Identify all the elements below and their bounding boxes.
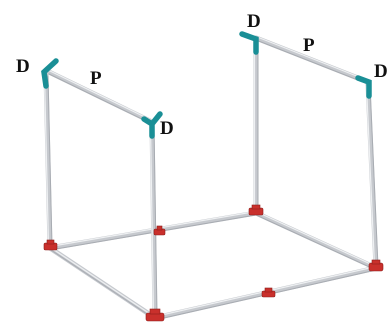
base-fitting-back-right xyxy=(248,204,264,216)
base-fitting-front-right xyxy=(368,259,384,272)
base-frame xyxy=(47,210,379,321)
left-frame xyxy=(41,58,163,321)
base-fitting-back-left xyxy=(43,239,58,251)
label-p-left-frame: P xyxy=(90,68,102,89)
right-frame-post-right xyxy=(365,81,379,271)
base-fitting-front-left xyxy=(145,308,165,322)
label-p-right-frame: P xyxy=(303,35,315,56)
base-fitting-back-mid xyxy=(153,225,166,236)
label-d-left-frame-right: D xyxy=(160,118,174,139)
base-fitting-front-mid xyxy=(261,287,276,298)
base-tube-right xyxy=(253,210,379,271)
label-d-right-frame-left: D xyxy=(247,11,261,32)
right-frame xyxy=(239,31,379,271)
label-d-right-frame-right: D xyxy=(374,61,388,82)
base-tube-left xyxy=(47,245,158,321)
left-frame-joint-d-left xyxy=(41,58,59,89)
left-frame-beam-p xyxy=(46,69,153,124)
right-frame-joint-d-left xyxy=(239,31,259,55)
labels: D P D D P D xyxy=(16,11,388,139)
label-d-left-frame-left: D xyxy=(16,56,30,77)
right-frame-joint-d-right xyxy=(355,75,372,99)
left-frame-post-right xyxy=(149,121,158,321)
left-frame-joint-d-right xyxy=(141,111,163,139)
base-fittings xyxy=(43,204,384,322)
right-frame-beam-p xyxy=(253,35,371,85)
left-frame-post-left xyxy=(43,71,53,251)
